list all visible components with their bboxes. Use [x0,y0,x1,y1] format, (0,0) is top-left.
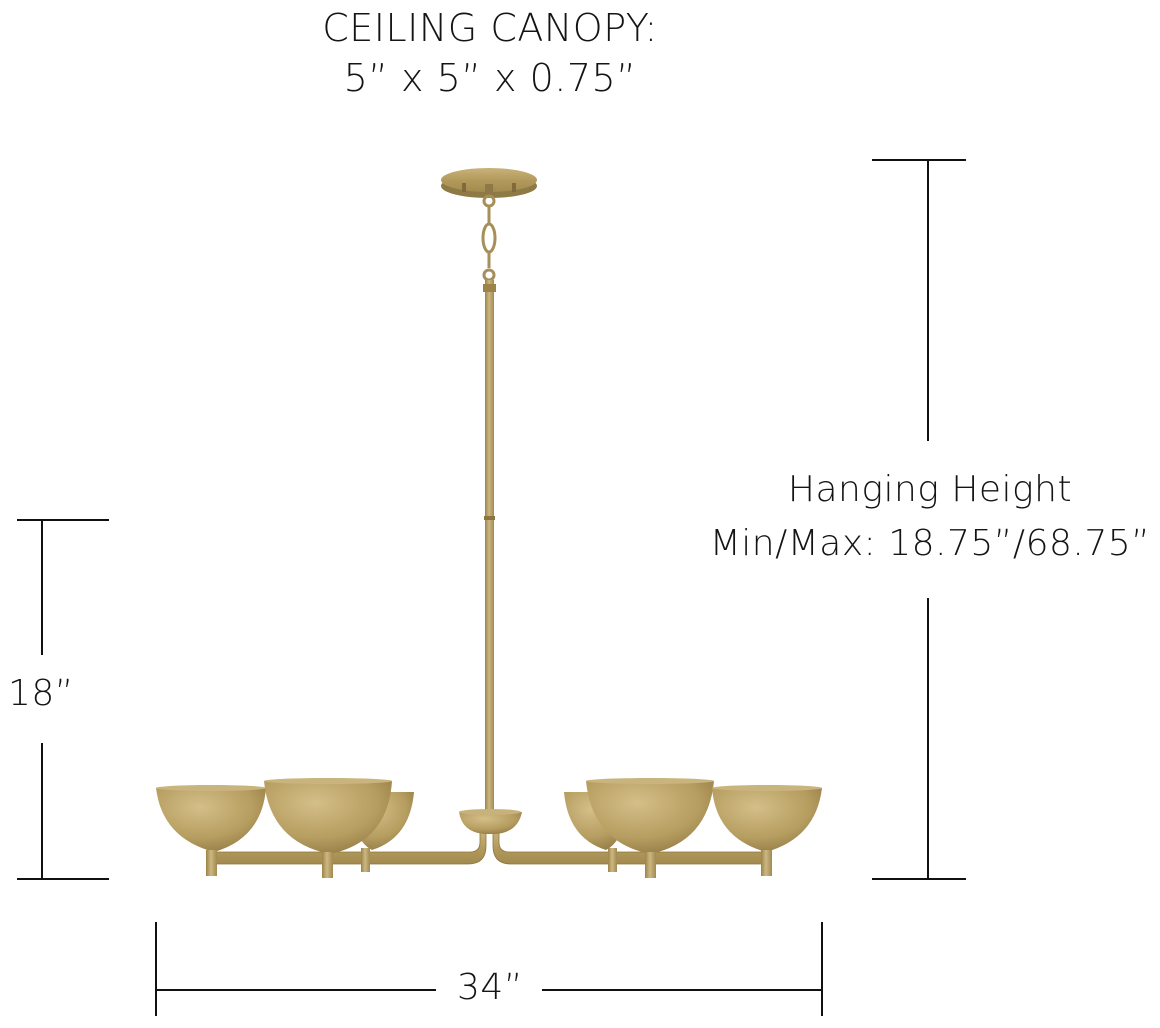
ceiling-canopy [441,168,537,198]
bowl-front-far-left [156,785,266,876]
bowl-front-left [264,778,392,878]
stem-rod [483,280,496,810]
bowl-front-right [586,778,714,878]
bowl-front-far-right [712,785,822,876]
chain [481,194,497,282]
hanging-height-range: Min/Max: 18.75”/68.75” [709,523,1151,564]
fixture-width-dimension-line [155,922,823,1016]
center-cup [459,809,522,834]
chandelier-illustration [156,168,822,878]
fixture-height-dimension-line [17,519,109,880]
fixture-width-label: 34” [457,967,523,1008]
hanging-height-title: Hanging Height [787,469,1073,510]
hanging-height-dimension-line [872,159,966,880]
fixture-height-label: 18” [8,673,74,714]
canopy-dimensions: 5” x 5” x 0.75” [343,56,637,100]
canopy-title: CEILING CANOPY: [322,6,658,50]
